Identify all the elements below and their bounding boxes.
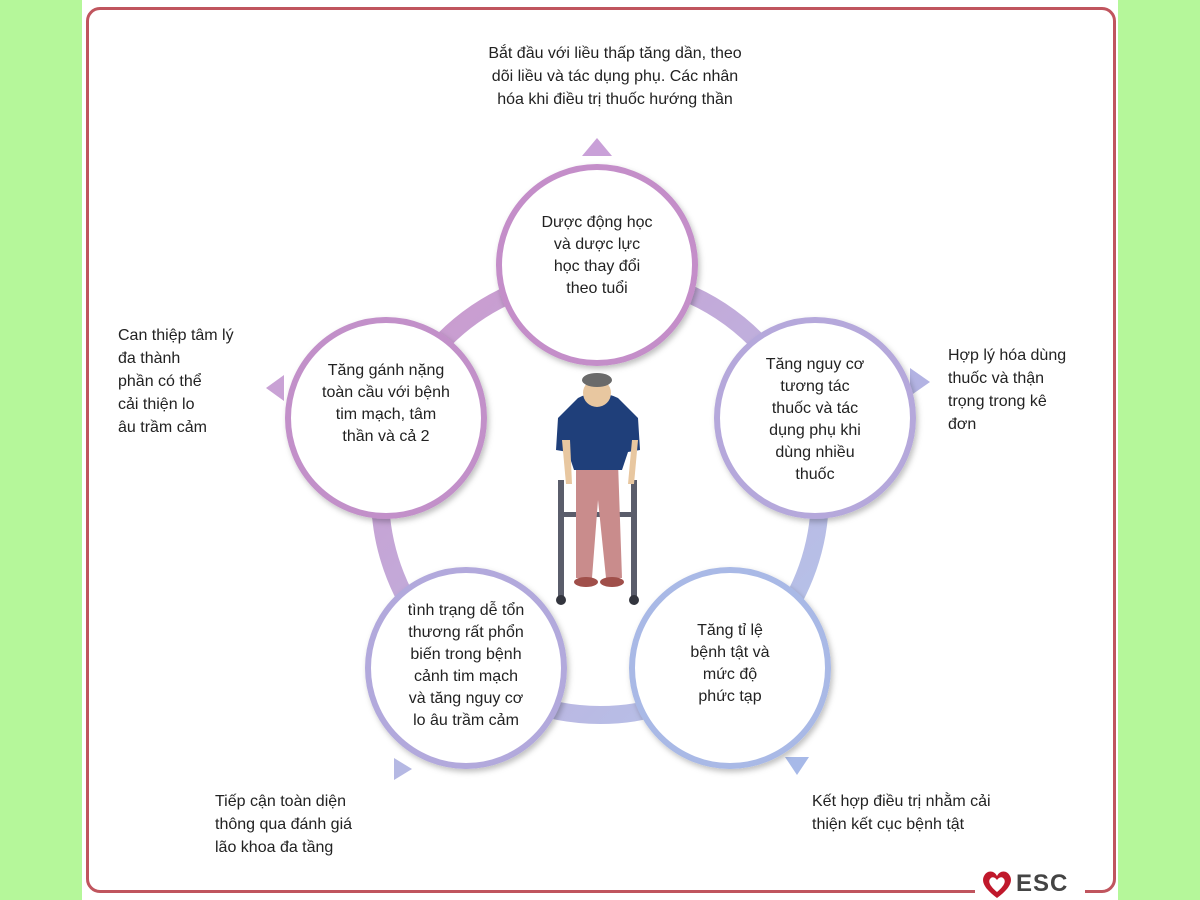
outer-text-geriatric-assessment: Tiếp cận toàn diện thông qua đánh giá lã… bbox=[215, 793, 353, 856]
circle-node-left bbox=[285, 317, 487, 519]
esc-logo-text: ESC bbox=[1016, 870, 1069, 897]
arrow-bottom-left bbox=[394, 758, 412, 780]
circle-node-top bbox=[496, 164, 698, 366]
outer-text-psychological-intervention: Can thiệp tâm lý đa thành phần có thể cả… bbox=[118, 327, 234, 436]
arrow-bottom-right bbox=[785, 757, 809, 775]
arrow-right bbox=[910, 368, 930, 396]
circle-text-frailty: tình trạng dễ tổn thương rất phổn biến t… bbox=[407, 602, 525, 729]
heart-icon bbox=[983, 871, 1011, 898]
elderly-man-with-walker-figure bbox=[556, 373, 640, 605]
outer-text-low-dose: Bắt đầu với liều thấp tăng dần, theo dõi… bbox=[488, 45, 742, 108]
arrow-top bbox=[582, 138, 612, 156]
circle-node-bottom-left bbox=[365, 567, 567, 769]
right-background-band bbox=[1118, 0, 1200, 900]
circle-text-interaction-risk: Tăng nguy cơ tương tác thuốc và tác dụng… bbox=[765, 356, 865, 483]
circle-text-pharmacokinetics: Dược động học và dược lực học thay đổi t… bbox=[541, 214, 653, 297]
circle-node-bottom-right bbox=[629, 567, 831, 769]
circle-node-right bbox=[714, 317, 916, 519]
arrow-left bbox=[266, 375, 284, 401]
circle-text-global-burden: Tăng gánh nặng toàn cầu với bệnh tim mạc… bbox=[322, 362, 450, 445]
outer-text-combined-treatment: Kết hợp điều trị nhằm cải thiện kết cục … bbox=[812, 793, 991, 833]
left-background-band bbox=[0, 0, 82, 900]
outer-text-rational-prescribing: Hợp lý hóa dùng thuốc và thận trọng tron… bbox=[948, 347, 1067, 433]
circle-text-morbidity: Tăng tỉ lệ bệnh tật và mức độ phức tạp bbox=[690, 622, 770, 705]
